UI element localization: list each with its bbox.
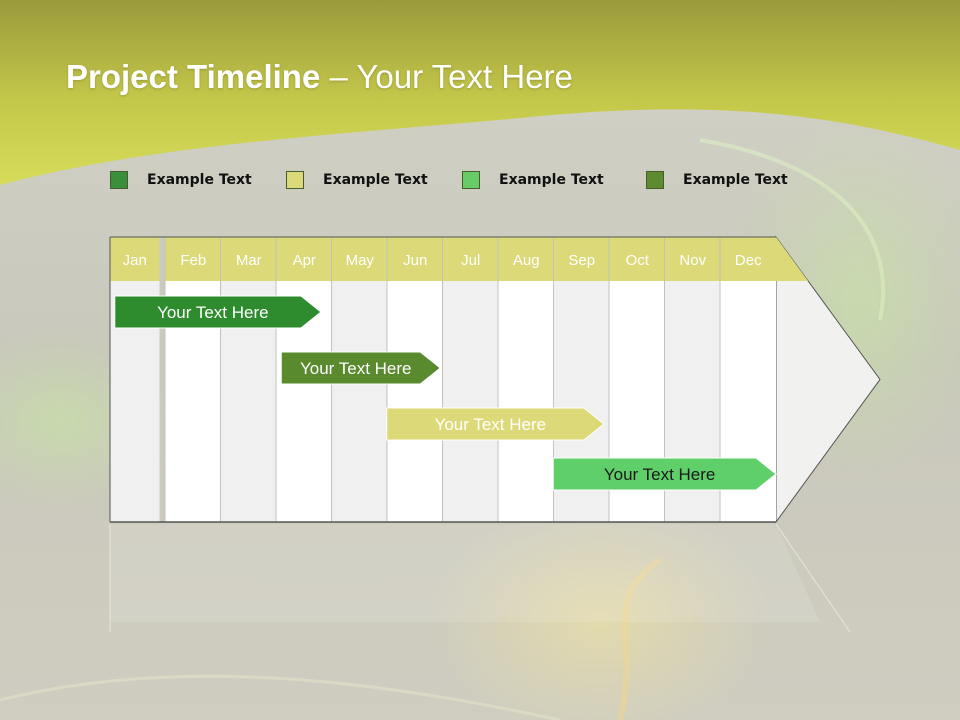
reflection-edge xyxy=(775,523,851,633)
task-label: Your Text Here xyxy=(604,465,716,484)
legend-label: Example Text xyxy=(147,172,252,188)
month-header-cell xyxy=(665,237,721,281)
title-bold: Project Timeline xyxy=(66,58,321,95)
task-arrow xyxy=(386,407,605,441)
month-header-cell xyxy=(165,237,221,281)
timeline-arrow-header xyxy=(776,237,809,281)
month-header-cell xyxy=(720,237,776,281)
task-label: Your Text Here xyxy=(157,303,269,322)
task-arrow xyxy=(552,457,777,491)
month-column xyxy=(498,281,554,522)
chart-reflection xyxy=(110,524,820,622)
month-header-cell xyxy=(554,237,610,281)
month-label: Nov xyxy=(679,252,706,269)
smoke-wisp xyxy=(617,557,662,720)
month-column xyxy=(332,281,388,522)
legend-swatch xyxy=(110,171,128,189)
month-header-cell xyxy=(443,237,499,281)
legend-swatch xyxy=(286,171,304,189)
month-label: Feb xyxy=(180,252,206,269)
legend-label: Example Text xyxy=(499,172,604,188)
task-label: Your Text Here xyxy=(435,415,547,434)
smoke-wisp xyxy=(0,674,561,720)
task-label: Your Text Here xyxy=(300,359,412,378)
legend-label: Example Text xyxy=(323,172,428,188)
legend-swatch xyxy=(462,171,480,189)
month-label: Jun xyxy=(403,252,427,269)
legend-swatch xyxy=(646,171,664,189)
month-label: Aug xyxy=(513,252,540,269)
month-header-cell xyxy=(387,237,443,281)
task-arrow xyxy=(114,295,322,329)
legend-label: Example Text xyxy=(683,172,788,188)
month-label: Mar xyxy=(236,252,262,269)
task-arrow xyxy=(280,351,442,385)
month-column xyxy=(443,281,499,522)
month-label: Oct xyxy=(626,252,650,269)
month-label: Jan xyxy=(123,252,147,269)
slide-title: Project Timeline – Your Text Here xyxy=(66,58,573,96)
month-column xyxy=(387,281,443,522)
month-label: Sep xyxy=(568,252,595,269)
smoke-glow xyxy=(430,500,770,720)
month-label: Jul xyxy=(461,252,480,269)
month-header-cell xyxy=(221,237,277,281)
title-rest: – Your Text Here xyxy=(320,58,573,95)
month-header-cell xyxy=(276,237,332,281)
month-label: May xyxy=(346,252,375,269)
month-label: Apr xyxy=(293,252,316,269)
top-band xyxy=(0,0,960,185)
month-header-cell xyxy=(498,237,554,281)
month-header-cell xyxy=(110,237,160,281)
month-label: Dec xyxy=(735,252,762,269)
month-header-cell xyxy=(609,237,665,281)
month-header-cell xyxy=(332,237,388,281)
smoke-wisp xyxy=(699,138,886,321)
